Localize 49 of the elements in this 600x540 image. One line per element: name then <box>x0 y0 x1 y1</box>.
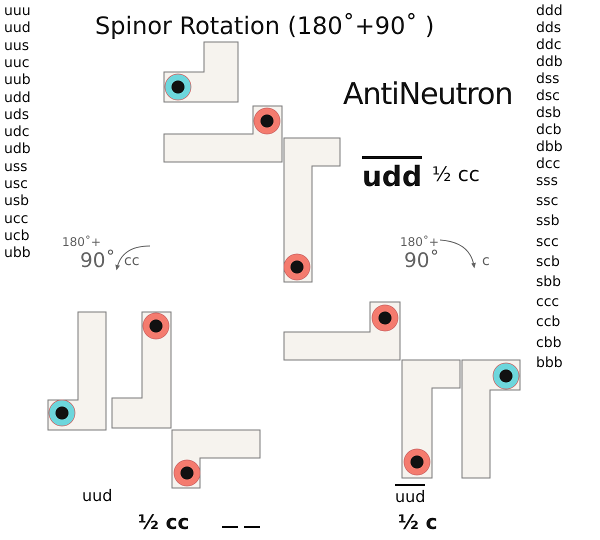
quark-combination: usb <box>4 194 30 208</box>
quark-combination: ubb <box>4 246 31 260</box>
quark-combination: sss <box>536 174 558 188</box>
quark-combination: uuu <box>4 4 31 18</box>
quark-combination: dcc <box>536 157 560 171</box>
spin-label: ½ cc <box>138 512 190 532</box>
quark-combination: dcb <box>536 123 562 137</box>
spin-label: ½ cc <box>432 164 480 184</box>
quark-combination: dsc <box>536 89 560 103</box>
quark-combination: ccc <box>536 295 560 310</box>
quark-combination: ucb <box>4 228 30 243</box>
antiquark-formula: uud <box>395 484 426 505</box>
quark-combination: ssb <box>536 214 560 228</box>
quark-combination: udb <box>4 142 31 156</box>
rotation-angle: 90˚ <box>404 250 440 270</box>
quark-combination: ucc <box>4 212 28 226</box>
quark-combination: ccb <box>536 315 560 330</box>
quark-combination: scb <box>536 254 560 269</box>
rotation-angle: 180˚+ <box>400 236 439 248</box>
spin-label: ½ c <box>398 512 438 532</box>
quark-combination: uss <box>4 160 28 174</box>
quark-combination: uus <box>4 38 30 53</box>
quark-combination: dds <box>536 21 562 35</box>
quark-combination: usc <box>4 177 28 191</box>
quark-combination: ddb <box>536 55 563 69</box>
rotation-direction: c <box>482 254 490 268</box>
title: Spinor Rotation (180˚+90˚ ) <box>95 14 434 38</box>
quark-combination: ssc <box>536 194 558 208</box>
quark-combination: cbb <box>536 336 562 350</box>
rotation-direction: cc <box>124 254 140 268</box>
quark-combination: uud <box>4 21 31 36</box>
quark-combination: dss <box>536 72 560 86</box>
quark-combination: udd <box>4 90 31 104</box>
quark-combination: ddc <box>536 38 562 52</box>
quark-combination: sbb <box>536 275 562 289</box>
quark-combination: uds <box>4 108 30 122</box>
quark-combination: uub <box>4 73 31 88</box>
quark-combination: ddd <box>536 4 563 18</box>
antiquark-formula: udd <box>362 156 422 191</box>
quark-formula: uud <box>82 488 112 504</box>
quark-combination: scc <box>536 234 559 249</box>
quark-combination: dbb <box>536 140 563 154</box>
quark-combination: bbb <box>536 356 563 370</box>
rotation-angle: 90˚ <box>80 250 116 270</box>
quark-combination: uuc <box>4 56 30 70</box>
rotation-angle: 180˚+ <box>62 236 101 248</box>
quark-combination: udc <box>4 125 30 140</box>
quark-combination: dsb <box>536 106 562 120</box>
particle-name: AntiNeutron <box>343 80 512 110</box>
